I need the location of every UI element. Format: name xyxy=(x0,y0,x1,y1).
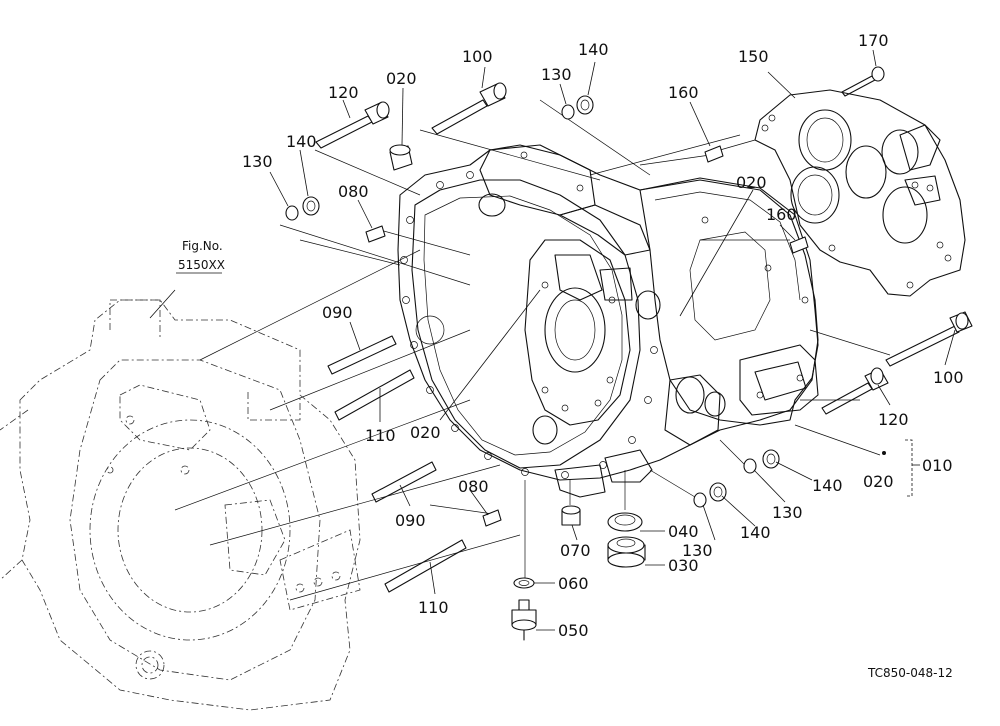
part-label: 100 xyxy=(462,47,493,66)
part-labels: 100 140 130 020 120 150 170 160 140 130 … xyxy=(176,31,964,680)
clutch-housing-drawing xyxy=(397,144,819,498)
nut-140-d xyxy=(709,482,727,502)
part-label: 170 xyxy=(858,31,889,50)
plug-030 xyxy=(607,536,646,568)
fig-ref-line2: 5150XX xyxy=(178,258,225,272)
part-label: 150 xyxy=(738,47,769,66)
part-label: 130 xyxy=(541,65,572,84)
part-label: 160 xyxy=(766,205,797,224)
part-label: 020 xyxy=(863,472,894,491)
part-label: 130 xyxy=(772,503,803,522)
stud-110-upper xyxy=(334,369,415,421)
seal-040 xyxy=(607,512,643,532)
fastener-parts xyxy=(285,66,973,641)
washer-130-b xyxy=(285,205,299,221)
bolt-170 xyxy=(841,66,885,97)
fig-ref-line1: Fig.No. xyxy=(182,239,223,253)
part-label: 120 xyxy=(328,83,359,102)
switch-050 xyxy=(511,599,537,641)
assembly-lines xyxy=(149,99,891,601)
part-label: 080 xyxy=(338,182,369,201)
part-label: 020 xyxy=(410,423,441,442)
washer-130-c xyxy=(743,458,757,474)
bolt-100-top xyxy=(431,82,507,135)
part-label: 050 xyxy=(558,621,589,640)
part-label: 120 xyxy=(878,410,909,429)
washer-130-d xyxy=(693,492,707,508)
nut-140-a xyxy=(576,95,594,115)
stud-110-lower xyxy=(384,539,467,593)
leader-lines xyxy=(269,49,956,631)
nut-140-b xyxy=(302,196,320,216)
part-label: 160 xyxy=(668,83,699,102)
plug-070 xyxy=(561,505,581,526)
part-label: 130 xyxy=(682,541,713,560)
bolt-100-right xyxy=(885,311,973,367)
pin-160-upper xyxy=(704,145,724,163)
part-label: 070 xyxy=(560,541,591,560)
bolt-120-right xyxy=(821,367,889,415)
pin-160-lower xyxy=(789,236,809,254)
part-label: 100 xyxy=(933,368,964,387)
part-label: 140 xyxy=(578,40,609,59)
washer-060 xyxy=(513,577,535,589)
pin-080-lower xyxy=(482,509,502,527)
assembly-label-010: 010 xyxy=(922,456,953,475)
part-label: 090 xyxy=(322,303,353,322)
part-label: 090 xyxy=(395,511,426,530)
bolt-120-top xyxy=(315,101,390,149)
pin-080-upper xyxy=(365,225,386,243)
part-label: 080 xyxy=(458,477,489,496)
part-label: 130 xyxy=(242,152,273,171)
stud-090-upper xyxy=(327,335,397,375)
nut-140-c xyxy=(762,449,780,469)
part-label: 030 xyxy=(668,556,699,575)
bearing-holder-drawing xyxy=(754,89,966,297)
spacer-020-top xyxy=(389,144,413,171)
washer-130-a xyxy=(561,104,575,120)
part-label: 140 xyxy=(812,476,843,495)
part-label: 020 xyxy=(736,173,767,192)
part-label: 020 xyxy=(386,69,417,88)
part-label: 040 xyxy=(668,522,699,541)
part-label: 060 xyxy=(558,574,589,593)
part-label: 140 xyxy=(740,523,771,542)
drawing-code: TC850-048-12 xyxy=(867,666,953,680)
left-housing-drawing xyxy=(0,299,361,711)
part-label: 110 xyxy=(418,598,449,617)
part-label: 110 xyxy=(365,426,396,445)
stud-090-lower xyxy=(371,461,437,503)
part-label: 140 xyxy=(286,132,317,151)
